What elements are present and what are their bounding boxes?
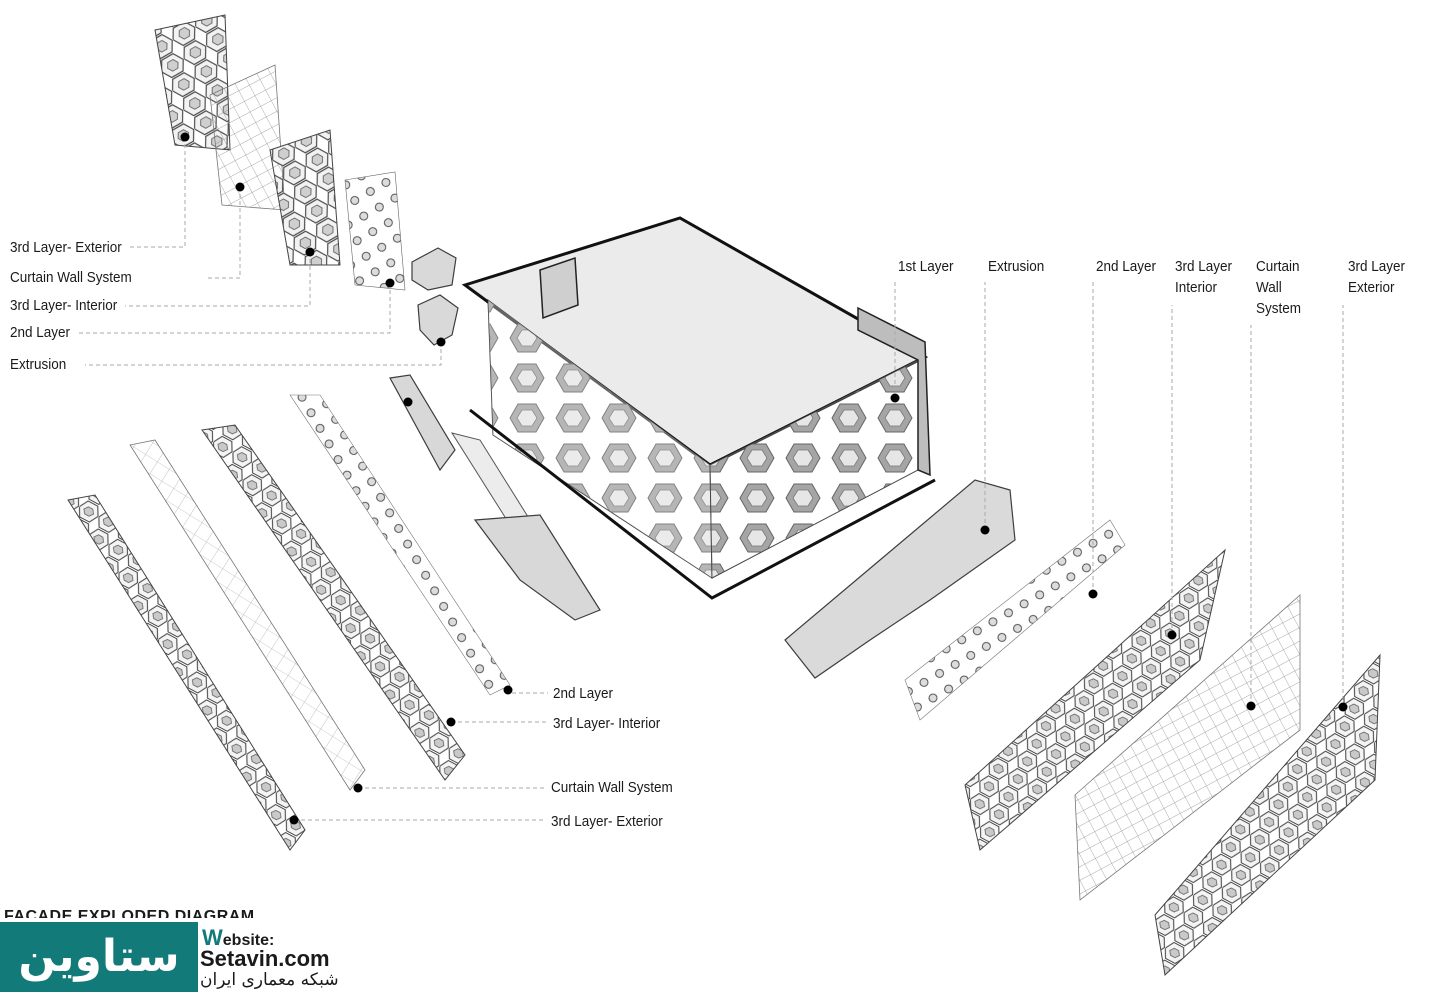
label-lower-3rd-exterior: 3rd Layer- Exterior: [551, 813, 663, 830]
dot-lt-extrusion: [436, 337, 446, 347]
brand-logo-text: ستاوین: [18, 931, 180, 982]
building-east-face-tint: [710, 360, 918, 578]
brand-logo: ستاوین: [0, 922, 198, 992]
right-1st-layer-extrusions: [784, 479, 1016, 679]
label-lt-2nd-layer: 2nd Layer: [10, 324, 71, 341]
label-lt-3rd-exterior: 3rd Layer- Exterior: [10, 239, 122, 256]
right-3rd-interior-panel: [964, 548, 1226, 851]
right-stack: [784, 479, 1381, 976]
label-lt-extrusion: Extrusion: [10, 356, 67, 373]
dot-lt-2nd-layer: [385, 278, 395, 288]
label-right-3rd-interior-line2: Interior: [1175, 279, 1218, 296]
website-subtitle: شبکه معماری ایران: [200, 970, 339, 990]
left-top-extrusion-b: [417, 294, 459, 346]
label-lower-2nd-layer: 2nd Layer: [553, 685, 614, 702]
right-curtain-wall-panel: [1074, 594, 1301, 901]
dot-lower-3rd-interior: [446, 717, 456, 727]
dot-lower-2nd-layer: [503, 685, 513, 695]
left-top-3rd-interior-panel: [269, 129, 341, 266]
label-right-curtain-line3: System: [1256, 300, 1302, 317]
callout-dots: [180, 132, 1348, 825]
label-right-2nd-layer: 2nd Layer: [1096, 258, 1157, 275]
dot-lower-3rd-exterior: [289, 815, 299, 825]
building-parapet-left: [539, 256, 579, 320]
website-label-rest: ebsite:: [222, 932, 275, 949]
lower-2nd-layer-panel: [289, 394, 511, 696]
label-right-curtain-wall: Curtain Wall System: [1256, 256, 1301, 319]
label-right-1st-layer: 1st Layer: [898, 258, 954, 275]
website-label: Website:: [202, 925, 274, 951]
label-lower-3rd-interior: 3rd Layer- Interior: [553, 715, 661, 732]
label-right-extrusion: Extrusion: [988, 258, 1045, 275]
diagram-title: FACADE EXPLODED DIAGRAM: [4, 908, 255, 918]
dot-lt-curtain-wall: [235, 182, 245, 192]
building-box: [461, 216, 936, 600]
dot-right-3rd-interior: [1167, 630, 1177, 640]
right-3rd-exterior-panel: [1154, 653, 1381, 976]
left-top-stack: [154, 14, 459, 346]
dot-right-1st-layer: [890, 393, 900, 403]
building-west-face-tint: [488, 300, 712, 578]
dot-right-3rd-exterior: [1338, 702, 1348, 712]
lower-extrusion-c: [473, 514, 601, 621]
lower-curtain-wall-panel: [129, 439, 366, 791]
label-right-3rd-exterior: 3rd Layer Exterior: [1348, 256, 1405, 298]
dot-right-extrusion: [980, 525, 990, 535]
website-label-initial: W: [202, 925, 223, 950]
right-2nd-layer-panel: [904, 519, 1126, 721]
left-top-extrusion-a: [411, 247, 457, 291]
dot-lt-3rd-interior: [305, 247, 315, 257]
website-url[interactable]: Setavin.com: [200, 946, 330, 971]
label-lt-curtain-wall: Curtain Wall System: [10, 269, 132, 286]
label-right-curtain-line1: Curtain: [1256, 258, 1300, 275]
building-parapet-right: [857, 306, 931, 477]
label-right-3rd-exterior-line2: Exterior: [1348, 279, 1395, 296]
dot-lower-curtain-wall: [353, 783, 363, 793]
left-lower-stack: [67, 374, 601, 851]
dot-right-curtain-wall: [1246, 701, 1256, 711]
dot-lt-3rd-exterior: [180, 132, 190, 142]
label-right-3rd-interior: 3rd Layer Interior: [1175, 256, 1232, 298]
building-base-outline: [469, 408, 936, 600]
label-lt-3rd-interior: 3rd Layer- Interior: [10, 297, 118, 314]
label-right-3rd-interior-line1: 3rd Layer: [1175, 258, 1233, 275]
dot-lower-extrusion: [403, 397, 413, 407]
lower-extrusion-a: [389, 374, 456, 472]
label-lower-curtain-wall: Curtain Wall System: [551, 779, 673, 796]
label-right-curtain-line2: Wall: [1256, 279, 1282, 296]
lower-3rd-exterior-panel: [67, 494, 306, 851]
dot-right-2nd-layer: [1088, 589, 1098, 599]
label-right-3rd-exterior-line1: 3rd Layer: [1348, 258, 1406, 275]
lower-3rd-interior-panel: [201, 424, 466, 781]
left-top-2nd-layer-panel: [344, 171, 406, 291]
